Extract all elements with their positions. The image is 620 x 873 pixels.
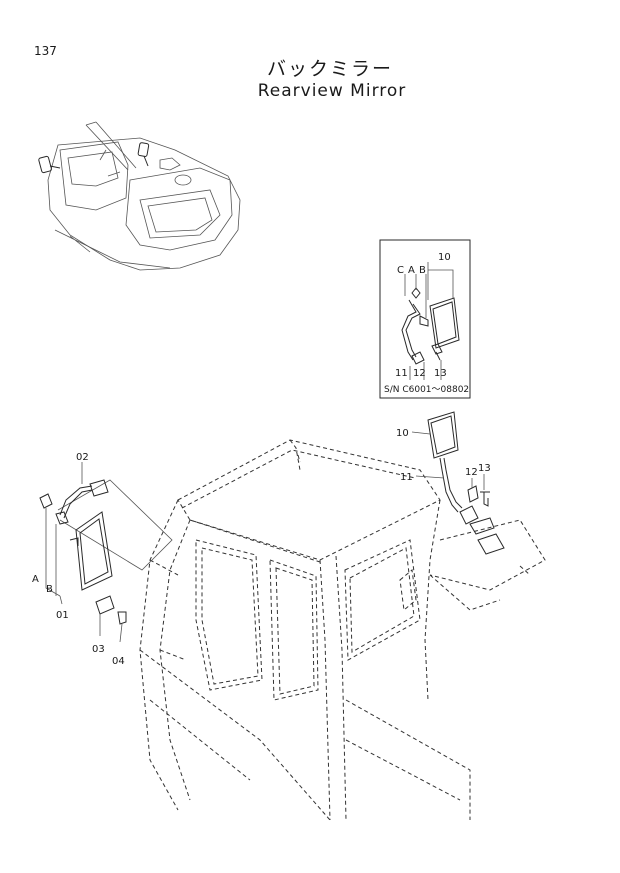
serial-range: S/N C6001～08802 [384, 385, 469, 395]
inset-box-early-serial: 10 C A B 11 12 13 S/N C6001～08802 [379, 239, 471, 399]
callout-left-02: 02 [76, 452, 89, 463]
callout-main-11: 11 [400, 472, 413, 483]
callout-left-01: 01 [56, 610, 69, 621]
callout-inset-b: B [419, 265, 426, 276]
cab-main [139, 439, 546, 821]
callout-left-b: B [46, 584, 53, 595]
right-mirror-assembly: 10 11 12 13 [396, 411, 491, 525]
callout-inset-c: C [397, 265, 404, 276]
page-number: 137 [34, 44, 57, 58]
callout-inset-12: 12 [413, 368, 426, 379]
excavator-overview [38, 121, 241, 271]
callout-main-12: 12 [465, 467, 478, 478]
left-mirror-assembly: 02 A B 01 03 04 [32, 452, 173, 667]
callout-main-13: 13 [478, 463, 491, 474]
callout-left-03: 03 [92, 644, 105, 655]
callout-inset-10: 10 [438, 252, 451, 263]
callout-inset-13: 13 [434, 368, 447, 379]
callout-inset-11: 11 [395, 368, 408, 379]
callout-inset-a: A [408, 265, 415, 276]
title-english: Rearview Mirror [257, 81, 407, 101]
callout-main-10: 10 [396, 428, 409, 439]
title-japanese: バックミラー [266, 58, 393, 80]
callout-left-04: 04 [112, 656, 125, 667]
callout-left-a: A [32, 574, 39, 585]
